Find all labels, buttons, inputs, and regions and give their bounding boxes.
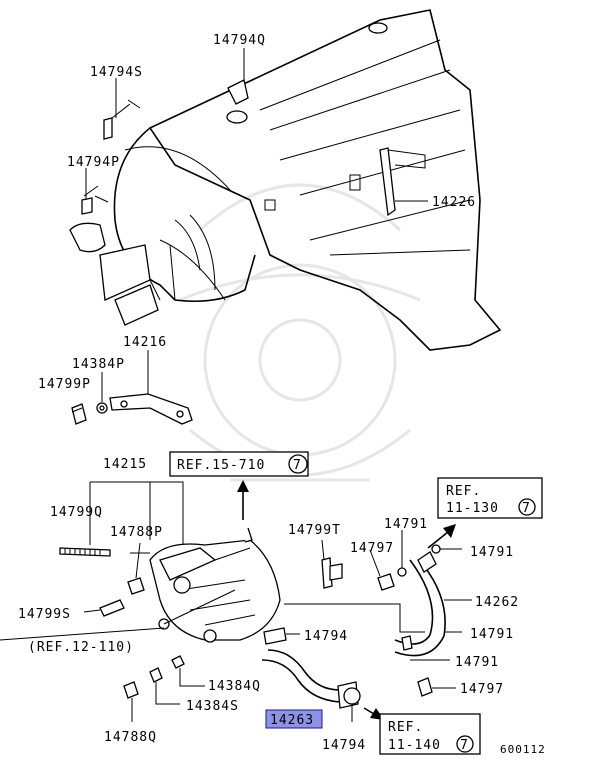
hose-14262 xyxy=(394,551,472,657)
ref15-text: REF.15-710 xyxy=(177,458,265,473)
hose-14263 xyxy=(261,649,359,709)
ref11a-line1: REF. xyxy=(446,484,481,499)
ref11a-arrowhead xyxy=(443,524,456,538)
label-14799Q[interactable]: 14799Q xyxy=(50,505,103,520)
label-14262[interactable]: 14262 xyxy=(475,595,519,610)
ref11a-line2: 11-130 xyxy=(446,501,499,516)
bracket-14794P xyxy=(81,176,109,215)
ref15-page: 7 xyxy=(293,458,302,473)
washer-14791a xyxy=(397,530,407,577)
label-14384Q[interactable]: 14384Q xyxy=(208,679,261,694)
ref11b-line1: REF. xyxy=(388,720,423,735)
ref-box-15-710[interactable]: REF.15-710 7 xyxy=(169,451,309,477)
label-14794b[interactable]: 14794 xyxy=(322,738,366,753)
callout-14215 xyxy=(89,481,184,545)
label-14794Q[interactable]: 14794Q xyxy=(213,33,266,48)
bolt-14797a xyxy=(369,549,395,591)
alternator xyxy=(149,527,281,643)
washer-14384S xyxy=(149,667,180,705)
label-14384P[interactable]: 14384P xyxy=(72,357,125,372)
clamp-14794 xyxy=(263,627,300,645)
label-14215[interactable]: 14215 xyxy=(103,457,147,472)
label-14788P[interactable]: 14788P xyxy=(110,525,163,540)
bracket-14216 xyxy=(109,350,193,425)
bracket-14794Q xyxy=(227,58,249,105)
label-14788Q[interactable]: 14788Q xyxy=(104,730,157,745)
diagram-id: 600112 xyxy=(500,743,546,756)
ref15-arrowhead xyxy=(237,480,249,492)
bolt-14797b xyxy=(417,677,456,697)
washer-14791b xyxy=(431,544,462,554)
ref11b-line2: 11-140 xyxy=(388,738,441,753)
engine-block xyxy=(69,9,502,351)
label-14799S[interactable]: 14799S xyxy=(18,607,71,622)
label-14216[interactable]: 14216 xyxy=(123,335,167,350)
label-14794P[interactable]: 14794P xyxy=(67,155,120,170)
long-bolt-14799Q xyxy=(59,547,111,557)
clamp-14794b xyxy=(343,687,361,722)
watermark-emblem xyxy=(179,183,421,482)
label-14799P[interactable]: 14799P xyxy=(38,377,91,392)
bolt-14799T xyxy=(321,539,343,589)
leader-14262-line xyxy=(284,603,425,633)
ref12-leader xyxy=(0,627,165,641)
label-14263[interactable]: 14263 xyxy=(270,713,314,728)
ref11b-arrow xyxy=(363,707,375,715)
hose-fitting xyxy=(401,635,413,651)
ref11a-page: 7 xyxy=(522,501,531,516)
bracket-14226 xyxy=(379,147,428,217)
label-14797a[interactable]: 14797 xyxy=(350,541,394,556)
highlight-14263[interactable] xyxy=(265,709,323,729)
ref11a-arrow xyxy=(427,531,449,549)
label-14226[interactable]: 14226 xyxy=(432,195,476,210)
label-14791c[interactable]: 14791 xyxy=(470,627,514,642)
ref-box-11-140[interactable]: REF. 11-140 7 xyxy=(379,713,481,755)
bolt-14799S xyxy=(83,599,125,617)
label-ref12[interactable]: (REF.12-110) xyxy=(28,640,134,655)
bracket-14794S xyxy=(103,85,141,140)
ref11b-page: 7 xyxy=(460,738,469,753)
ref-box-11-130[interactable]: REF. 11-130 7 xyxy=(437,477,543,519)
label-14384S[interactable]: 14384S xyxy=(186,699,239,714)
nut-14788Q xyxy=(123,681,139,722)
label-14791b[interactable]: 14791 xyxy=(470,545,514,560)
label-14799T[interactable]: 14799T xyxy=(288,523,341,538)
label-14794[interactable]: 14794 xyxy=(304,629,348,644)
label-14797b[interactable]: 14797 xyxy=(460,682,504,697)
washer-14384Q xyxy=(171,655,205,687)
bolt-14799P xyxy=(71,403,87,425)
nut-14788P xyxy=(127,542,145,595)
washer-14384P xyxy=(96,372,108,414)
label-14791a[interactable]: 14791 xyxy=(384,517,428,532)
label-14791d[interactable]: 14791 xyxy=(455,655,499,670)
label-14794S[interactable]: 14794S xyxy=(90,65,143,80)
